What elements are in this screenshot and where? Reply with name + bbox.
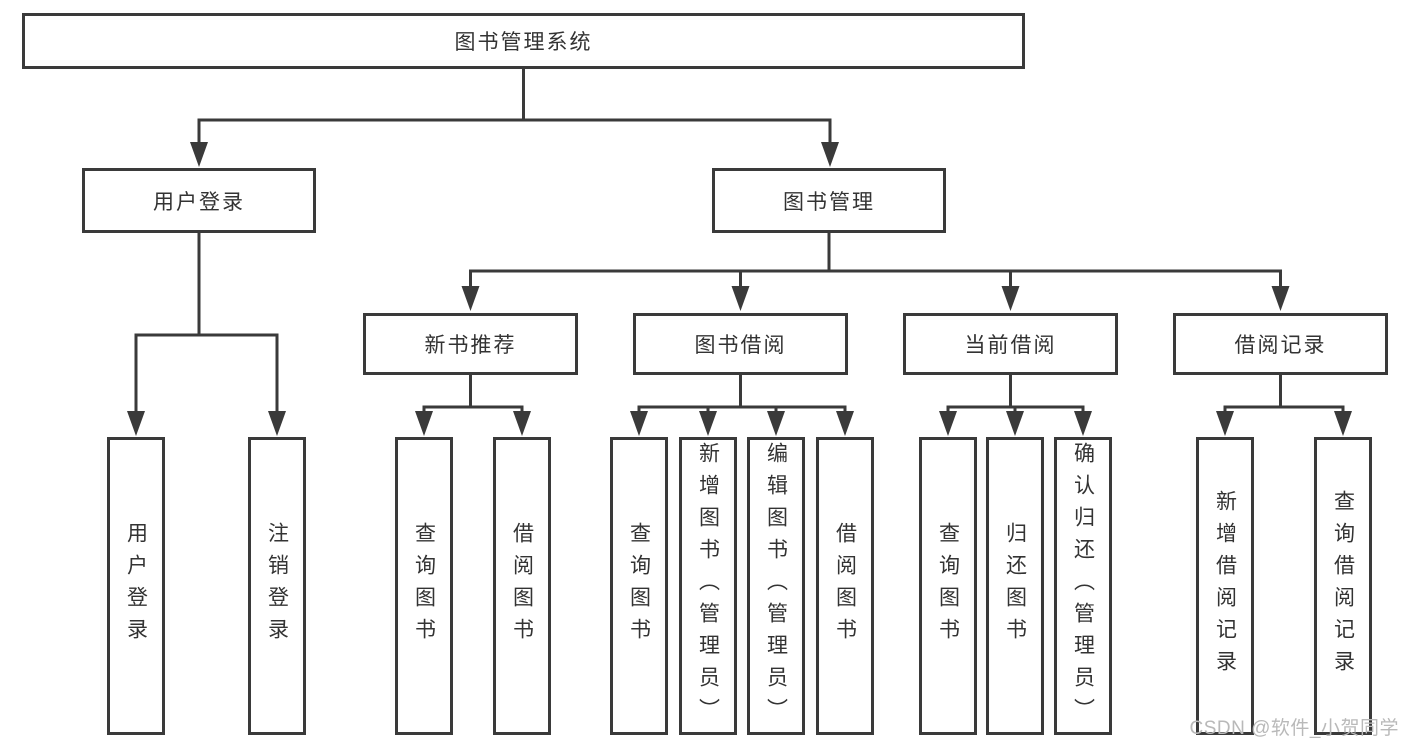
leaf-cb-return-book: 归还图书	[986, 437, 1044, 735]
node-borrow-records: 借阅记录	[1173, 313, 1388, 375]
leaf-cb-query-book: 查询图书	[919, 437, 977, 735]
leaf-br-query-record: 查询借阅记录	[1314, 437, 1372, 735]
leaf-nb-borrow-book: 借阅图书	[493, 437, 551, 735]
node-book-management: 图书管理	[712, 168, 946, 233]
leaf-cb-confirm-return-admin: 确认归还（管理员）	[1054, 437, 1112, 735]
leaf-bb-borrow-book: 借阅图书	[816, 437, 874, 735]
leaf-nb-query-book: 查询图书	[395, 437, 453, 735]
leaf-bb-query-book: 查询图书	[610, 437, 668, 735]
node-book-borrow: 图书借阅	[633, 313, 848, 375]
leaf-br-add-record: 新增借阅记录	[1196, 437, 1254, 735]
node-new-book-recommend: 新书推荐	[363, 313, 578, 375]
node-user-login: 用户登录	[82, 168, 316, 233]
leaf-bb-edit-book-admin: 编辑图书（管理员）	[747, 437, 805, 735]
node-current-borrow: 当前借阅	[903, 313, 1118, 375]
leaf-bb-add-book-admin: 新增图书（管理员）	[679, 437, 737, 735]
csdn-watermark: CSDN @软件_小贺同学	[1189, 718, 1399, 739]
node-root: 图书管理系统	[22, 13, 1025, 69]
leaf-user-login: 用户登录	[107, 437, 165, 735]
leaf-logout: 注销登录	[248, 437, 306, 735]
